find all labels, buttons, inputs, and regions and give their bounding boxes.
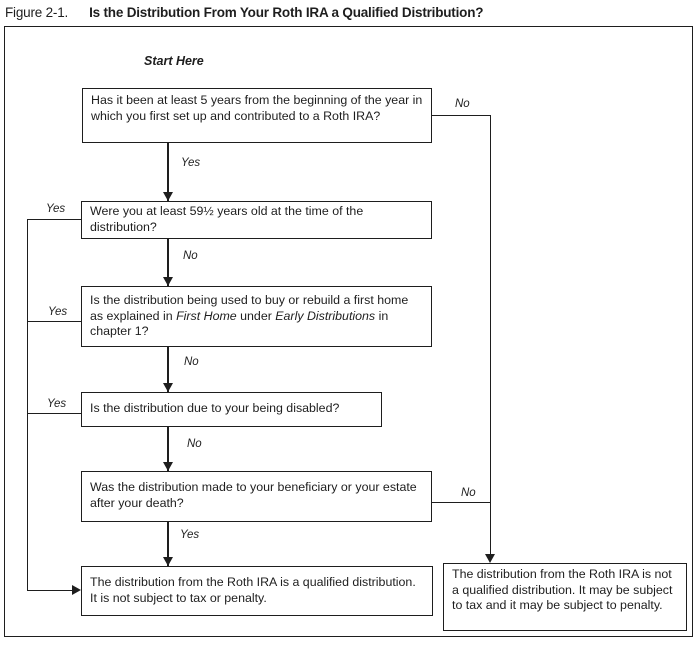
question-text: in chapter 1?: [90, 308, 389, 339]
edge-label-q5-yes: Yes: [180, 529, 200, 541]
connector-q1-no-stub: [432, 114, 491, 116]
start-here-label: Start Here: [144, 54, 204, 68]
connector-q1-to-q2: [167, 143, 169, 201]
question-box-5-year-rule: Has it been at least 5 years from the be…: [82, 88, 432, 143]
edge-label-q3-yes: Yes: [48, 306, 68, 318]
arrowhead-into-not-qualified: [485, 554, 495, 563]
question-box-disabled: Is the distribution due to your being di…: [81, 392, 382, 427]
connector-q3-yes-stub: [27, 320, 81, 322]
edge-label-q4-yes: Yes: [47, 398, 67, 410]
flowchart-frame: [4, 26, 693, 637]
connector-yes-rail: [27, 218, 29, 591]
edge-label-q2-no: No: [183, 250, 198, 262]
arrowhead-q5-to-qualified: [162, 557, 173, 566]
outcome-box-not-qualified: The distribution from the Roth IRA is no…: [443, 563, 687, 631]
connector-yes-rail-to-qualified: [27, 589, 74, 591]
connector-q2-yes-stub: [27, 218, 81, 220]
edge-label-q1-no: No: [455, 98, 470, 110]
connector-q3-to-q4: [167, 347, 169, 392]
outcome-box-qualified: The distribution from the Roth IRA is a …: [81, 566, 433, 616]
figure-title-text: Is the Distribution From Your Roth IRA a…: [89, 5, 484, 20]
arrowhead-q4-to-q5: [162, 462, 173, 471]
early-distributions-italic: Early Distributions: [275, 308, 376, 323]
connector-q2-to-q3: [167, 239, 169, 286]
edge-label-q4-no: No: [187, 438, 202, 450]
figure-number-label: Figure 2-1.: [5, 5, 69, 20]
edge-label-q2-yes: Yes: [46, 203, 66, 215]
first-home-italic: First Home: [176, 308, 237, 323]
connector-q4-to-q5: [167, 427, 169, 471]
question-text: under: [236, 308, 276, 323]
edge-label-q3-no: No: [184, 356, 199, 368]
question-text: Is the distribution being used to buy or…: [90, 293, 409, 323]
connector-q5-no-stub: [432, 501, 491, 503]
question-box-beneficiary: Was the distribution made to your benefi…: [81, 471, 432, 522]
edge-label-q1-yes: Yes: [181, 157, 201, 169]
connector-q5-to-qualified: [167, 522, 169, 566]
arrowhead-q3-to-q4: [162, 383, 173, 392]
arrowhead-into-qualified: [72, 585, 81, 595]
connector-no-rail: [489, 114, 491, 556]
arrowhead-q1-to-q2: [162, 192, 173, 201]
question-box-age-59-half: Were you at least 59½ years old at the t…: [81, 201, 432, 239]
connector-q4-yes-stub: [27, 412, 81, 414]
question-box-first-home: Is the distribution being used to buy or…: [81, 286, 432, 347]
edge-label-q5-no: No: [461, 487, 476, 499]
figure-title: Figure 2-1. Is the Distribution From Your…: [5, 5, 483, 20]
arrowhead-q2-to-q3: [162, 277, 173, 286]
